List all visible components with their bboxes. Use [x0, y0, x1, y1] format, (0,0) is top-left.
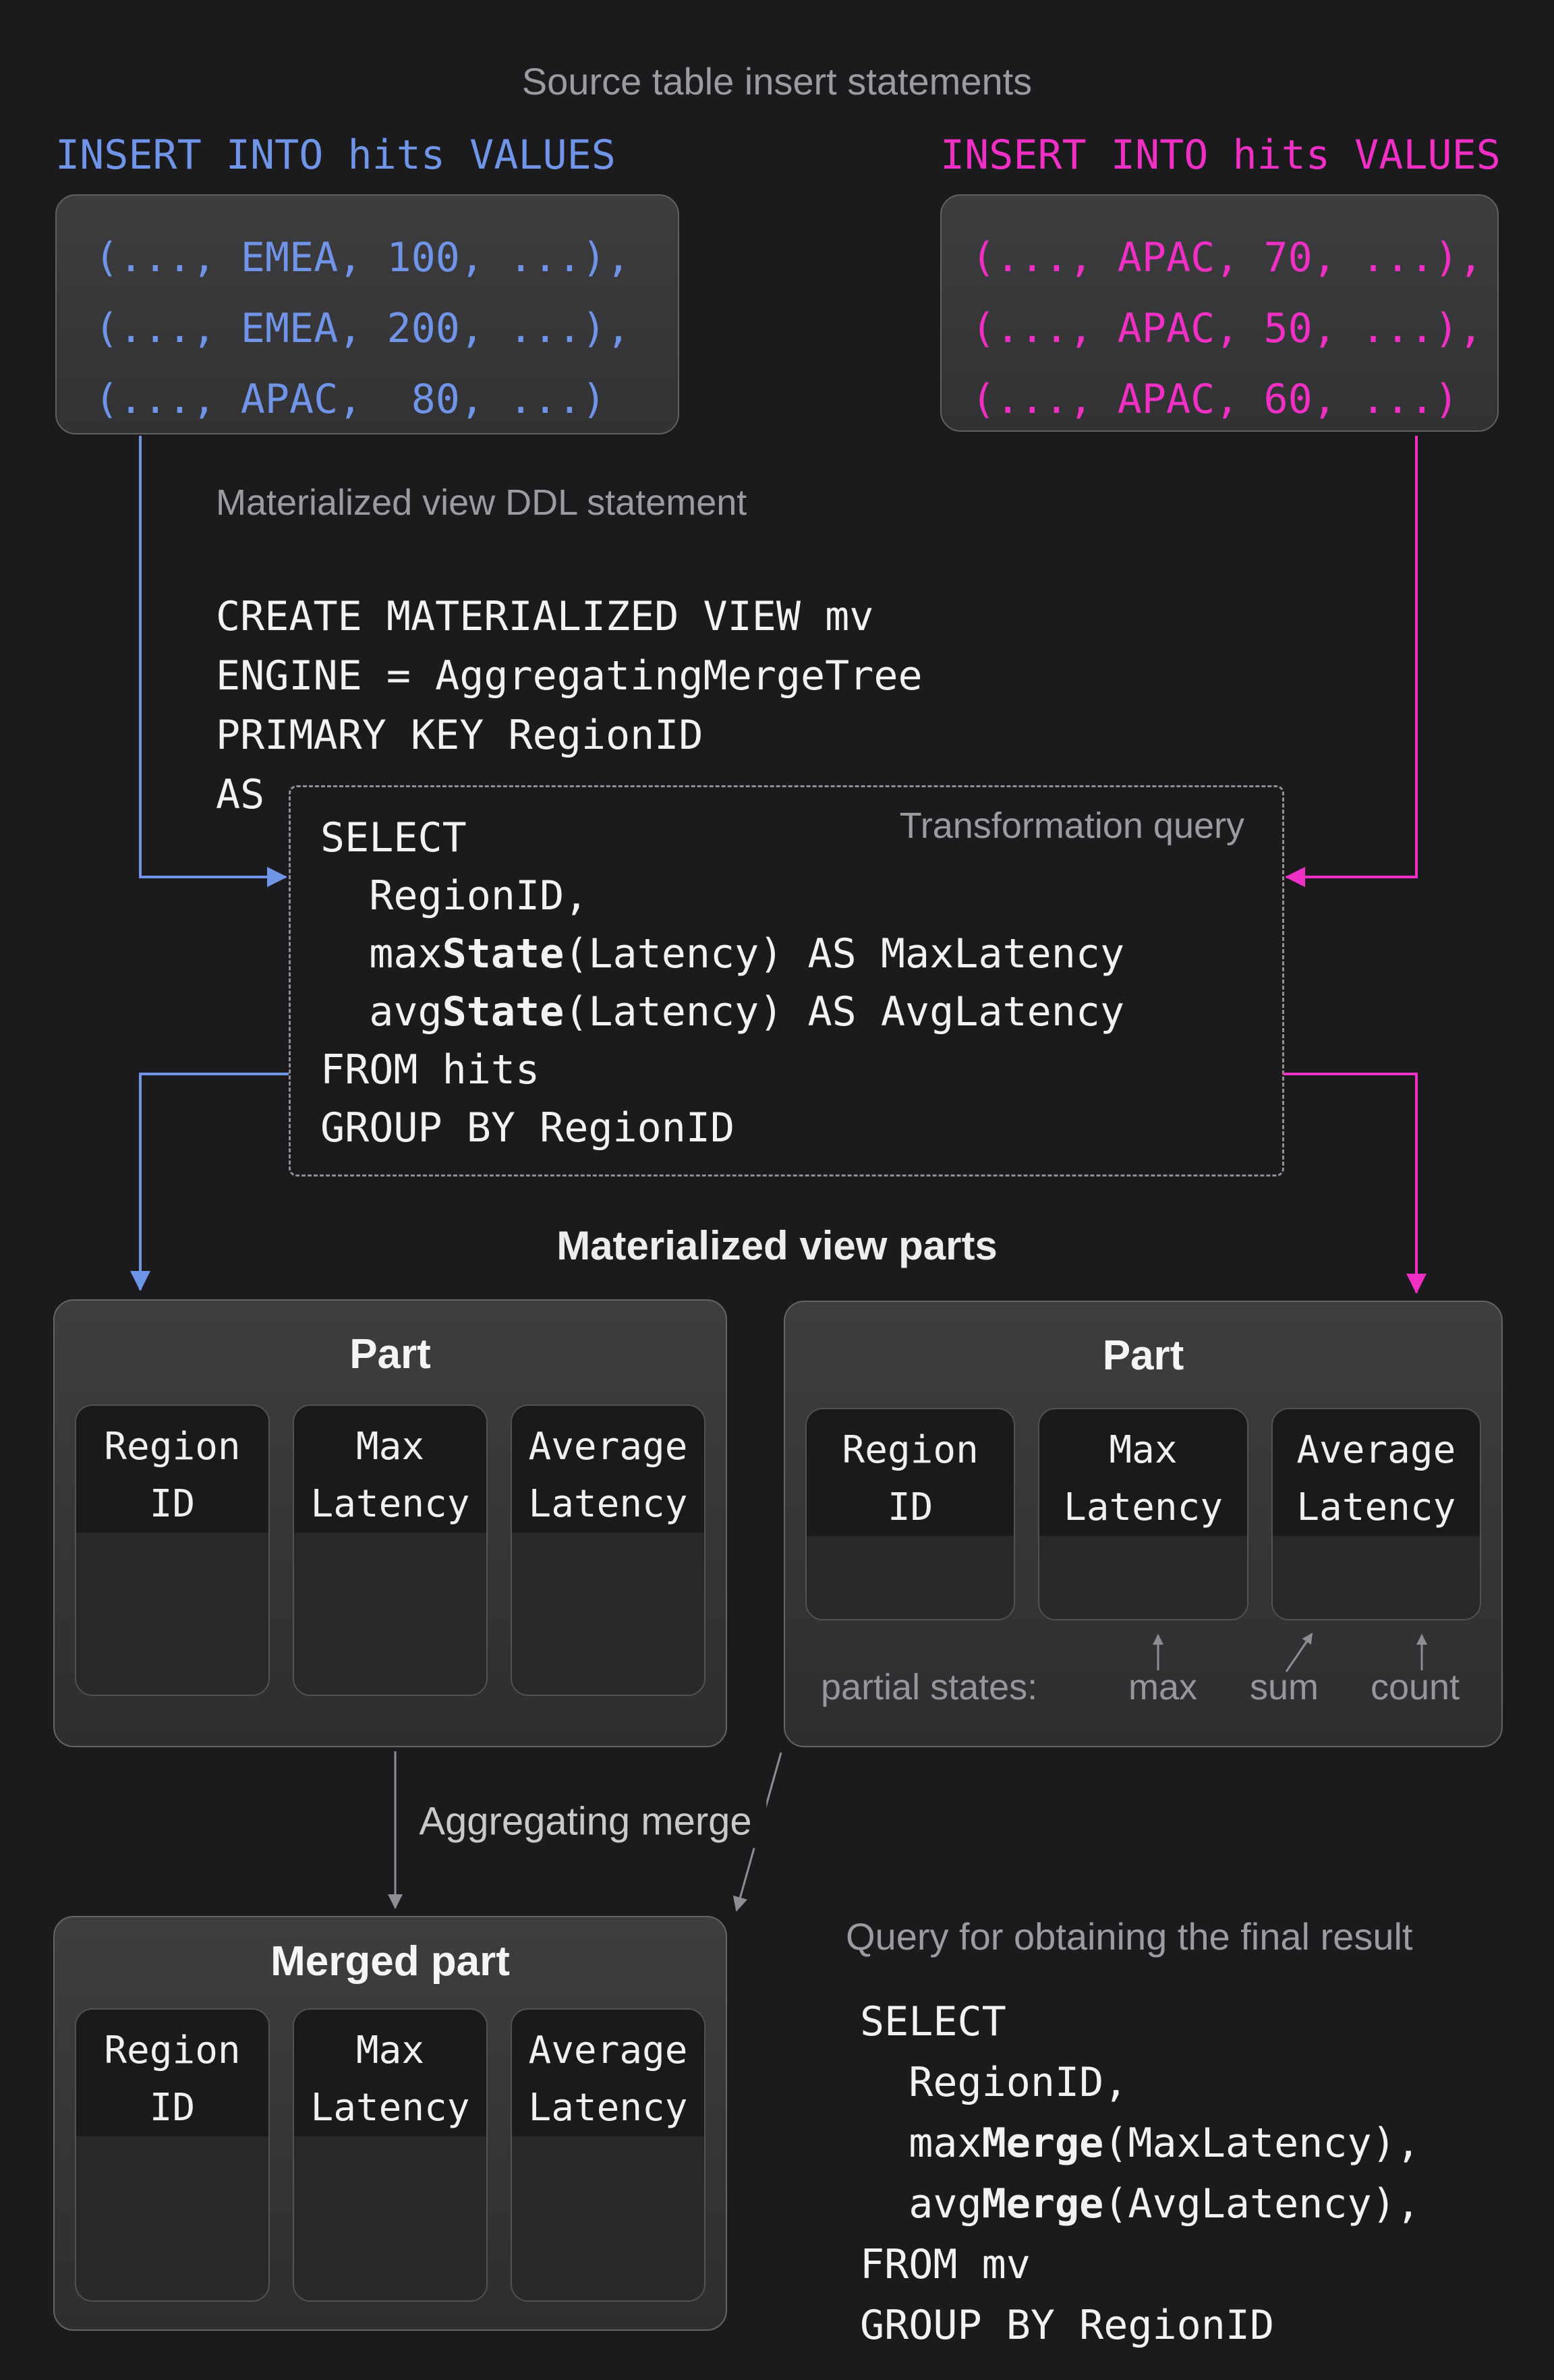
insert-left-line: (..., EMEA, 200, ...), — [94, 305, 631, 352]
column-values: EMEA APAC — [76, 1533, 268, 1695]
cell-value: 300, 2 — [512, 1691, 704, 1695]
part-box-right: Part Region ID APAC Max Latency 70 — [784, 1301, 1503, 1747]
query-line: avgMerge(AvgLatency), — [860, 2180, 1420, 2228]
insert-right-header: INSERT INTO hits VALUES — [940, 132, 1501, 179]
column-header-line: Latency — [528, 1482, 688, 1526]
column-header-line: Average — [528, 1425, 688, 1469]
average-latency-column: Average Latency 180, 3 — [1271, 1408, 1481, 1620]
column-values: 300, 2 260, 4 — [512, 2136, 704, 2300]
column-values: 200 80 — [294, 2136, 486, 2300]
column-header-line: ID — [887, 1485, 933, 1529]
region-id-column: Region ID EMEA APAC — [75, 2008, 270, 2302]
column-header: Region ID — [76, 2010, 268, 2136]
partial-state-sum: sum — [1249, 1667, 1319, 1707]
insert-right-line: (..., APAC, 50, ...), — [971, 305, 1483, 352]
column-values: 200 80 — [294, 1533, 486, 1695]
column-header: Max Latency — [1039, 1409, 1247, 1536]
insert-left-line: (..., EMEA, 100, ...), — [94, 234, 631, 281]
ddl-line: CREATE MATERIALIZED VIEW mv — [216, 593, 874, 640]
column-header-line: Max — [1109, 1428, 1178, 1472]
ddl-label: Materialized view DDL statement — [216, 482, 747, 523]
part-title: Part — [349, 1331, 431, 1378]
column-header-line: Latency — [310, 1482, 470, 1526]
column-header-line: Average — [1296, 1428, 1456, 1472]
page-title: Source table insert statements — [521, 60, 1033, 103]
part-columns: Region ID EMEA APAC Max Latency 200 80 — [75, 1405, 706, 1696]
column-header-line: Latency — [528, 2086, 688, 2130]
column-header: Average Latency — [512, 1406, 704, 1533]
cell-value: EMEA — [76, 2286, 268, 2300]
aggregating-merge-label: Aggregating merge — [404, 1794, 767, 1848]
max-latency-column: Max Latency 200 80 — [293, 1405, 488, 1696]
column-header: Average Latency — [512, 2010, 704, 2136]
insert-left-box: (..., EMEA, 100, ...), (..., EMEA, 200, … — [55, 194, 679, 434]
column-header: Max Latency — [294, 2010, 486, 2136]
column-header-line: Latency — [1063, 1485, 1223, 1529]
insert-left-line: (..., APAC, 80, ...) — [94, 376, 606, 423]
transformation-query-label: Transformation query — [899, 805, 1244, 846]
query-line: FROM hits — [320, 1046, 540, 1094]
query-line: RegionID, — [320, 872, 589, 919]
column-header-line: ID — [149, 2086, 196, 2130]
column-header-line: ID — [149, 1482, 196, 1526]
part-title: Part — [1102, 1332, 1184, 1379]
insert-right-box: (..., APAC, 70, ...), (..., APAC, 50, ..… — [940, 194, 1499, 432]
cell-value: 200 — [294, 2286, 486, 2300]
merged-columns: Region ID EMEA APAC Max Latency 200 80 — [75, 2008, 706, 2302]
parts-heading: Materialized view parts — [556, 1223, 998, 1268]
partial-state-count: count — [1370, 1667, 1460, 1707]
average-latency-column: Average Latency 300, 2 80, 1 — [511, 1405, 706, 1696]
cell-value: 200 — [294, 1691, 486, 1695]
cell-value: 300, 2 — [512, 2286, 704, 2300]
column-values: EMEA APAC — [76, 2136, 268, 2300]
column-header: Region ID — [807, 1409, 1014, 1536]
transformation-query-box: Transformation query SELECT RegionID, ma… — [289, 785, 1284, 1177]
max-latency-column: Max Latency 200 80 — [293, 2008, 488, 2302]
max-latency-column: Max Latency 70 — [1038, 1408, 1248, 1620]
part-box-left: Part Region ID EMEA APAC Max Latency 200 — [53, 1299, 727, 1747]
partial-state-max: max — [1128, 1667, 1198, 1707]
column-values: 70 — [1039, 1536, 1247, 1619]
column-header: Max Latency — [294, 1406, 486, 1533]
merged-part-title: Merged part — [270, 1938, 510, 1985]
ddl-line: ENGINE = AggregatingMergeTree — [216, 652, 923, 700]
final-query-code: SELECT RegionID, maxMerge(MaxLatency), a… — [860, 1991, 1420, 2356]
column-header: Region ID — [76, 1406, 268, 1533]
query-line: SELECT — [320, 814, 467, 861]
column-values: APAC — [807, 1536, 1014, 1619]
query-line: SELECT — [860, 1998, 1006, 2045]
query-line: GROUP BY RegionID — [320, 1104, 735, 1152]
column-header-line: Region — [104, 2029, 241, 2072]
transformation-query-code: SELECT RegionID, maxState(Latency) AS Ma… — [320, 809, 1124, 1157]
insert-right-line: (..., APAC, 60, ...) — [971, 376, 1459, 423]
column-header-line: Average — [528, 2029, 688, 2072]
query-line: maxMerge(MaxLatency), — [860, 2120, 1420, 2167]
insert-left-header: INSERT INTO hits VALUES — [55, 132, 616, 179]
column-values: 300, 2 80, 1 — [512, 1533, 704, 1695]
merged-part-box: Merged part Region ID EMEA APAC Max Late… — [53, 1916, 727, 2331]
insert-right-line: (..., APAC, 70, ...), — [971, 234, 1483, 281]
part-columns: Region ID APAC Max Latency 70 Average — [805, 1408, 1481, 1620]
cell-value: EMEA — [76, 1691, 268, 1695]
partial-states-label: partial states: — [821, 1667, 1038, 1707]
query-line: GROUP BY RegionID — [860, 2302, 1275, 2349]
column-values: 180, 3 — [1272, 1536, 1480, 1619]
region-id-column: Region ID EMEA APAC — [75, 1405, 270, 1696]
query-line: RegionID, — [860, 2059, 1128, 2106]
average-latency-column: Average Latency 300, 2 260, 4 — [511, 2008, 706, 2302]
query-line: avgState(Latency) AS AvgLatency — [320, 988, 1125, 1036]
column-header-line: Max — [355, 1425, 425, 1469]
region-id-column: Region ID APAC — [805, 1408, 1016, 1620]
final-query-label: Query for obtaining the final result — [846, 1915, 1413, 1958]
magenta-insert-to-query-arrow — [1285, 436, 1418, 887]
column-header-line: Region — [104, 1425, 241, 1469]
query-line: FROM mv — [860, 2241, 1031, 2288]
column-header-line: Max — [355, 2029, 425, 2072]
column-header: Average Latency — [1272, 1409, 1480, 1536]
column-header-line: Region — [842, 1428, 979, 1472]
ddl-line: PRIMARY KEY RegionID — [216, 712, 703, 759]
query-line: maxState(Latency) AS MaxLatency — [320, 930, 1125, 978]
column-header-line: Latency — [1296, 1485, 1456, 1529]
column-header-line: Latency — [310, 2086, 470, 2130]
